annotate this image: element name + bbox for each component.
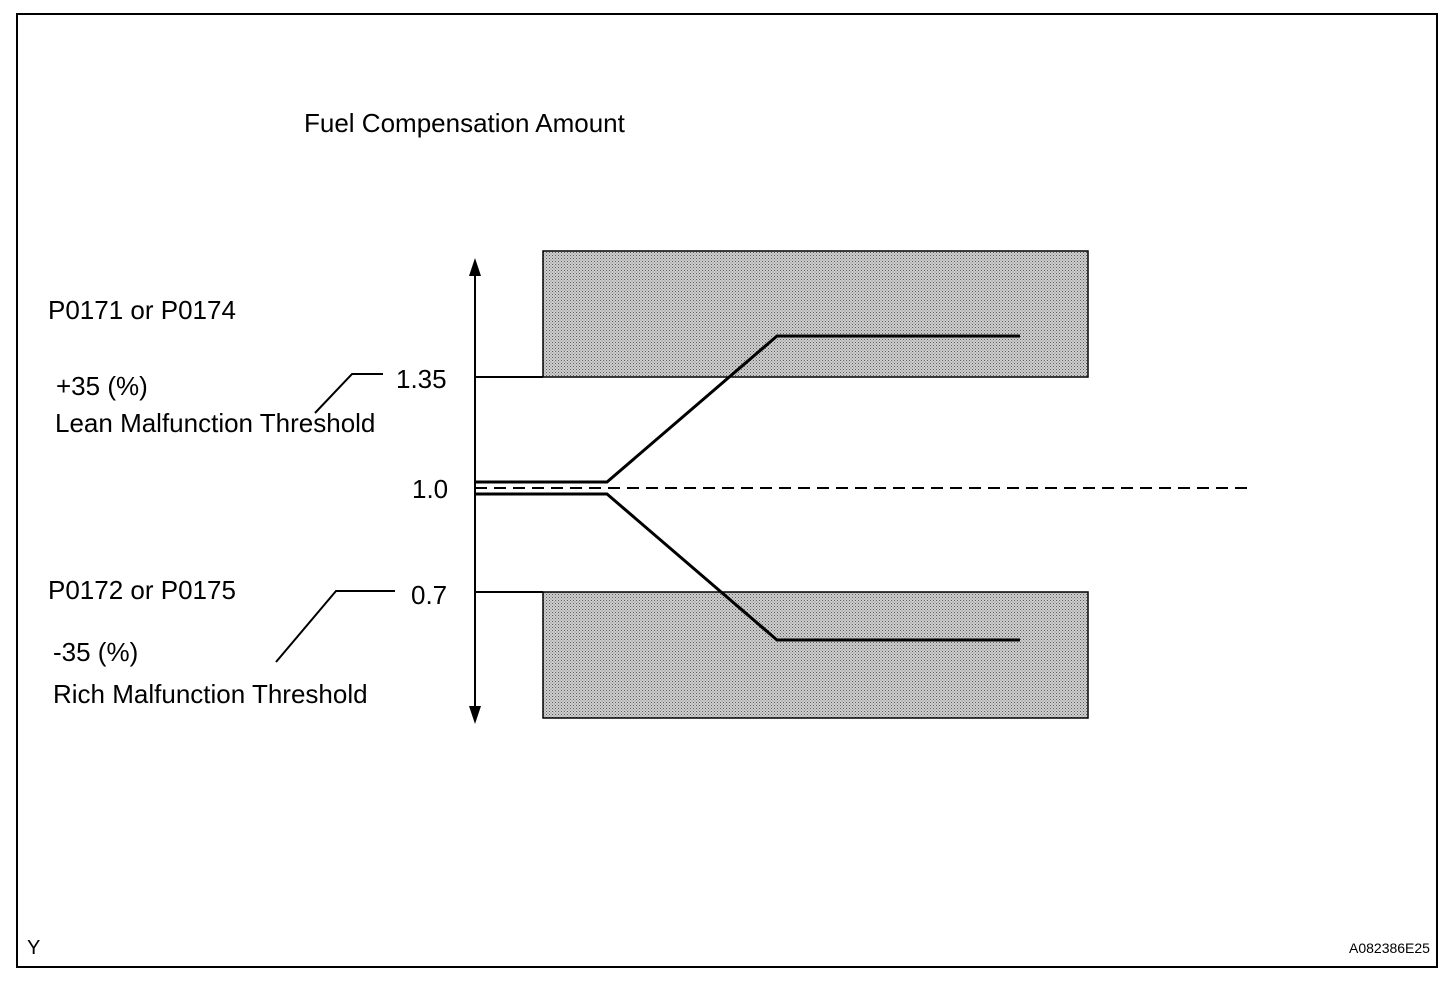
center-value-label: 1.0 <box>412 474 449 504</box>
rich-code-label: P0172 or P0175 <box>48 575 236 605</box>
axis-up-arrow-icon <box>469 258 481 276</box>
figure-frame <box>16 13 1438 968</box>
lean-value-label: 1.35 <box>396 364 447 394</box>
rich-leader-line <box>275 590 395 663</box>
diagram-title: Fuel Compensation Amount <box>304 108 625 138</box>
rich-malfunction-zone <box>542 591 1089 719</box>
rich-value-label: 0.7 <box>411 580 448 610</box>
lean-leader-line <box>314 373 383 414</box>
lean-percent-label: +35 (%) <box>56 371 148 401</box>
figure-id: A082386E25 <box>1349 940 1430 956</box>
corner-letter: Y <box>27 937 41 959</box>
rich-threshold-label: Rich Malfunction Threshold <box>53 679 368 709</box>
lean-threshold-label: Lean Malfunction Threshold <box>55 408 376 438</box>
lean-code-label: P0171 or P0174 <box>48 295 236 325</box>
lean-compensation-trace <box>475 334 1020 484</box>
rich-percent-label: -35 (%) <box>53 637 139 667</box>
axis-down-arrow-icon <box>469 706 481 724</box>
rich-compensation-trace <box>475 492 1020 642</box>
lean-malfunction-zone <box>542 250 1089 378</box>
